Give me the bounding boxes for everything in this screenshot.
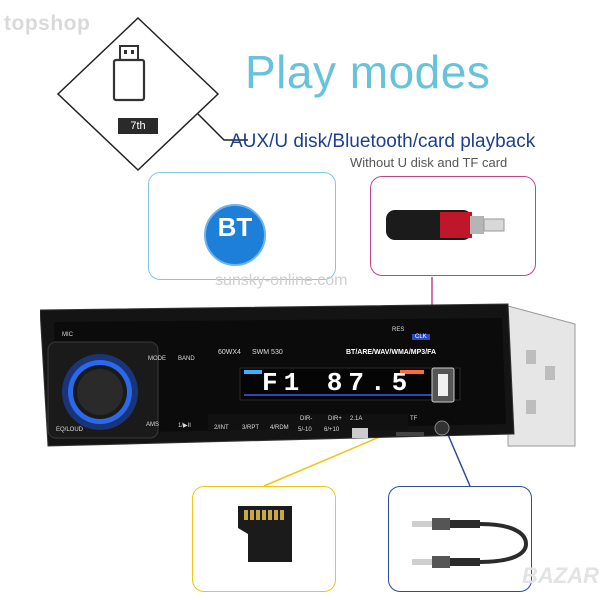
radio-display: F1 87.5 [262,368,414,398]
usb-icon [112,45,146,102]
mode-button[interactable]: MODE [148,356,166,362]
aux-cable-icon [412,518,529,568]
watermark-center: sunsky-online.com [215,272,348,289]
label-tf: TF [410,416,418,422]
ams-button[interactable]: AMS [146,422,160,428]
band-button[interactable]: BAND [178,356,195,362]
preset-5-button[interactable]: 5/-10 [298,427,312,433]
preset-6-button[interactable]: 6/+10 [324,427,340,433]
badge-diamond [56,16,248,172]
badge-connector-line [197,113,248,141]
aux-panel [388,486,532,592]
label-model: SWM 530 [252,349,283,356]
subtitle: AUX/U disk/Bluetooth/card playback [230,131,536,152]
badge-label: 7th [118,118,158,134]
bluetooth-label: BT [217,212,253,242]
bluetooth-icon [204,204,266,266]
label-dir-minus: DIR- [300,416,313,422]
watermark-bazar: BAZAR [522,563,599,588]
label-power-output: 60WX4 [218,349,241,356]
preset-3-button[interactable]: 3/RPT [242,425,260,431]
preset-2-button[interactable]: 2/INT [214,425,229,431]
preset-4-button[interactable]: 4/RDM [270,425,289,431]
play-pause-button[interactable]: 1/▶II [178,423,191,429]
label-formats: BT/ARE/WAV/WMA/MP3/FA [346,349,437,356]
eq-loud-button[interactable]: EQ/LOUD [56,427,84,433]
label-dir-plus: DIR+ [328,416,342,422]
clk-button[interactable]: CLK [412,334,430,340]
watermark-topshop: topshop [4,12,91,35]
label-res: RES [392,327,405,333]
label-mic: MIC [62,332,73,338]
note: Without U disk and TF card [350,155,508,170]
usb-stick-icon [386,210,505,240]
label-usb-rating: 2.1A [350,416,363,422]
page-title: Play modes [245,46,491,98]
car-radio [40,303,576,447]
tf-card-icon [238,506,292,562]
